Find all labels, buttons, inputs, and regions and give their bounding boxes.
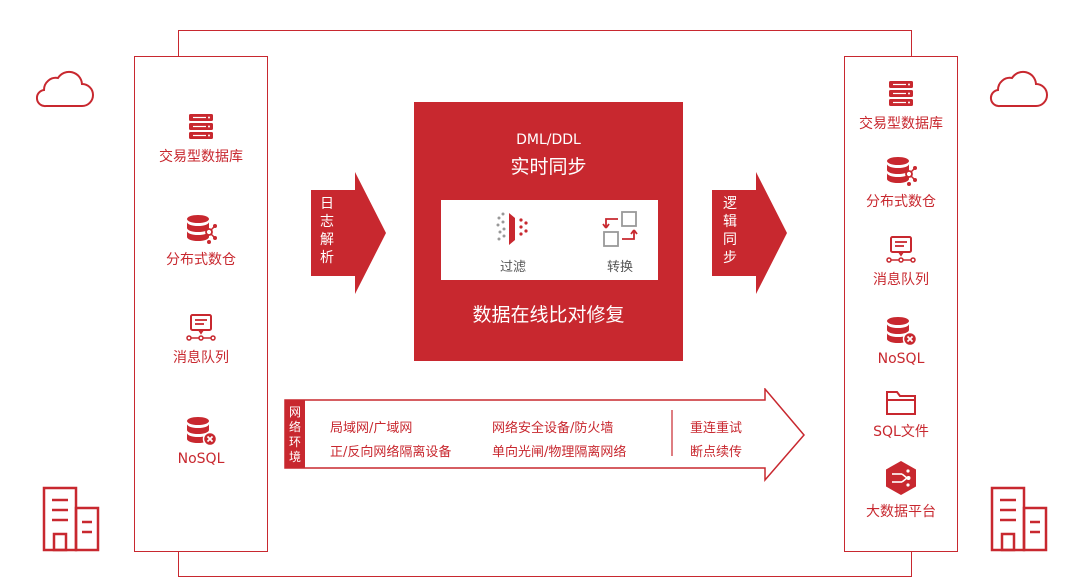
network-isolation-device: 正/反向网络隔离设备 [330, 445, 452, 460]
arrow-char: 日 [320, 196, 334, 212]
source-item-transactional-db: 交易型数据库 [135, 112, 267, 166]
building-icon [990, 486, 1048, 552]
database-server-icon [189, 114, 213, 139]
distributed-warehouse-icon [187, 215, 217, 244]
network-tag-char: 环 [288, 435, 301, 449]
filter-function: 过滤 [477, 210, 549, 275]
cloud-icon [989, 70, 1048, 108]
target-item-big-data-platform: 大数据平台 [845, 459, 957, 521]
log-parsing-label: 日 志 解 析 [318, 195, 336, 267]
database-server-icon [889, 81, 913, 106]
network-lan-wan: 局域网/广域网 [330, 421, 413, 436]
core-footer: 数据在线比对修复 [472, 304, 625, 326]
distributed-warehouse-icon [887, 157, 917, 186]
source-item-distributed-warehouse: 分布式数仓 [135, 213, 267, 269]
transform-label: 转换 [606, 260, 633, 275]
network-environment-tag: 网 络 环 境 [285, 405, 305, 465]
target-item-label: SQL文件 [873, 424, 929, 440]
network-tag-char: 境 [288, 450, 301, 464]
log-parsing-arrow [311, 172, 386, 294]
nosql-icon [887, 317, 918, 347]
building-icon [42, 486, 100, 552]
network-resume-transfer: 断点续传 [690, 445, 743, 460]
source-item-message-queue: 消息队列 [135, 313, 267, 367]
core-functions-panel: 过滤 转换 [441, 200, 658, 280]
folder-icon [886, 391, 916, 415]
cloud-icon [35, 70, 94, 108]
network-environment-arrow [284, 388, 805, 482]
target-item-label: 大数据平台 [866, 504, 936, 520]
message-queue-icon [186, 314, 216, 341]
source-panel: 交易型数据库 分布式数仓 消息队列 [134, 56, 268, 552]
source-item-nosql: NoSQL [135, 415, 267, 467]
target-item-transactional-db: 交易型数据库 [845, 79, 957, 133]
filter-icon [496, 212, 528, 245]
arrow-char: 解 [320, 232, 334, 248]
transform-function: 转换 [584, 210, 656, 275]
filter-label: 过滤 [499, 260, 526, 275]
target-item-label: 交易型数据库 [859, 116, 943, 132]
target-item-distributed-warehouse: 分布式数仓 [845, 155, 957, 211]
source-item-label: 分布式数仓 [166, 252, 236, 268]
arrow-char: 步 [723, 250, 737, 266]
logical-sync-label: 逻 辑 同 步 [721, 195, 739, 267]
logical-sync-arrow [712, 172, 787, 294]
core-subtitle: DML/DDL [516, 132, 581, 148]
transform-icon [602, 211, 638, 247]
nosql-icon [187, 417, 218, 447]
message-queue-icon [886, 236, 916, 263]
arrow-char: 同 [723, 232, 737, 248]
target-panel: 交易型数据库 分布式数仓 消息队列 [844, 56, 958, 552]
source-item-label: 交易型数据库 [159, 149, 243, 165]
arrow-char: 辑 [723, 214, 737, 230]
source-item-label: NoSQL [177, 451, 225, 467]
arrow-char: 逻 [723, 196, 737, 212]
target-item-nosql: NoSQL [845, 315, 957, 367]
target-item-sql-file: SQL文件 [845, 387, 957, 441]
target-item-message-queue: 消息队列 [845, 235, 957, 289]
network-physical-isolation: 单向光闸/物理隔离网络 [492, 445, 627, 460]
target-item-label: 分布式数仓 [866, 194, 936, 210]
network-tag-char: 网 [288, 405, 301, 419]
target-item-label: NoSQL [877, 351, 925, 367]
core-title: 实时同步 [510, 156, 587, 178]
network-retry: 重连重试 [690, 421, 743, 436]
arrow-char: 析 [320, 250, 334, 266]
network-tag-char: 络 [288, 420, 301, 434]
realtime-sync-core: DML/DDL 实时同步 过滤 [414, 102, 683, 361]
network-firewall: 网络安全设备/防火墙 [492, 421, 614, 436]
source-item-label: 消息队列 [173, 350, 229, 366]
big-data-platform-icon [886, 461, 916, 495]
target-item-label: 消息队列 [873, 272, 929, 288]
arrow-char: 志 [320, 214, 334, 230]
